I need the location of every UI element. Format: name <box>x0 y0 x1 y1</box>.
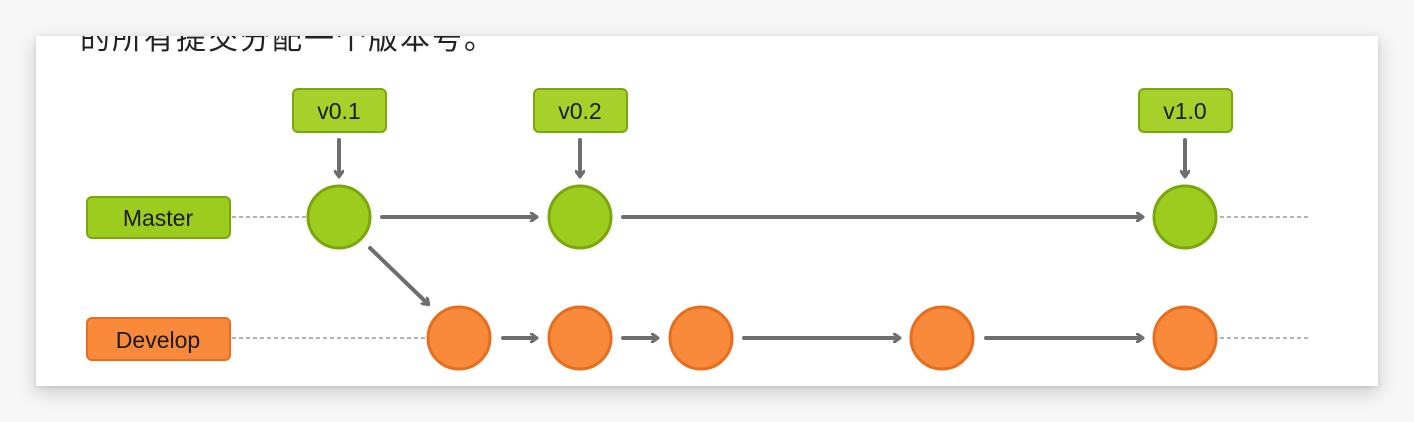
branch-label-develop: Develop <box>86 317 231 361</box>
branch-label-master: Master <box>86 196 231 239</box>
edge-m1-d1 <box>368 246 428 304</box>
commit-node-d4 <box>909 305 975 371</box>
commit-node-m1 <box>306 184 372 250</box>
diagram-card: 的所有提交分配一个版本号。 Master Develop v0.1 v0.2 <box>36 36 1378 386</box>
commit-node-d2 <box>547 305 613 371</box>
git-branch-diagram: Master Develop v0.1 v0.2 v1.0 <box>86 88 1310 371</box>
branch-label-master-text: Master <box>123 205 194 231</box>
tag-v0-1: v0.1 <box>292 88 387 133</box>
tag-v0-2-text: v0.2 <box>558 98 601 124</box>
commit-node-d1 <box>426 305 492 371</box>
tag-v0-1-text: v0.1 <box>317 98 360 124</box>
branch-label-develop-text: Develop <box>116 327 200 353</box>
commit-node-m2 <box>547 184 613 250</box>
commit-node-d3 <box>668 305 734 371</box>
tag-v1-0-text: v1.0 <box>1163 98 1206 124</box>
commit-node-m3 <box>1152 184 1218 250</box>
tag-v0-2: v0.2 <box>533 88 628 133</box>
commit-node-d5 <box>1152 305 1218 371</box>
intro-text: 的所有提交分配一个版本号。 <box>80 36 496 57</box>
tag-v1-0: v1.0 <box>1138 88 1233 133</box>
